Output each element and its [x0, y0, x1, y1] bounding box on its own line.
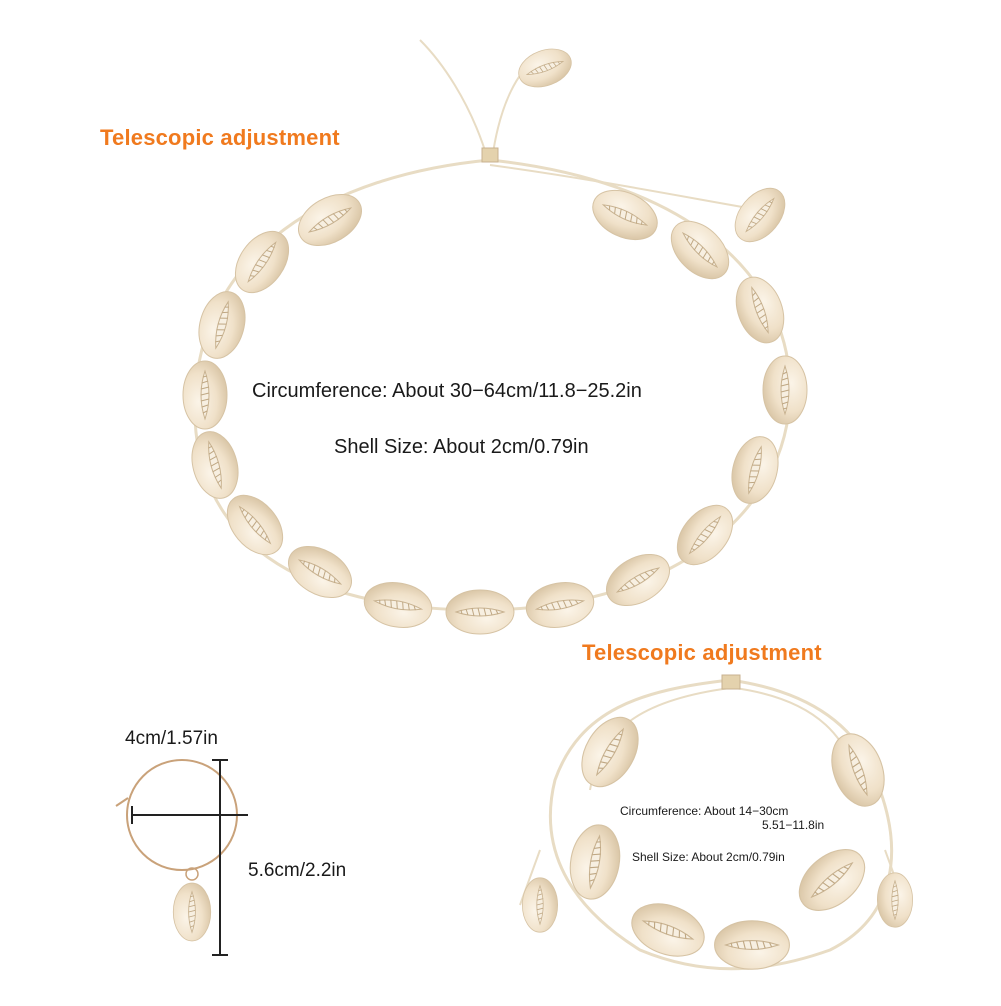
bracelet-adjust-label: Telescopic adjustment	[582, 640, 822, 665]
necklace-circumference: Circumference: About 30−64cm/11.8−25.2in	[252, 380, 642, 402]
bracelet	[519, 674, 913, 971]
earring-diameter: 4cm/1.57in	[125, 728, 218, 749]
bracelet-shell-size: Shell Size: About 2cm/0.79in	[632, 850, 785, 864]
bracelet-circumference-line2: 5.51−11.8in	[762, 818, 825, 832]
bracelet-circumference-line1: Circumference: About 14−30cm	[620, 804, 789, 818]
necklace-adjust-label: Telescopic adjustment	[100, 125, 340, 150]
earring-length: 5.6cm/2.2in	[248, 860, 347, 881]
earring	[115, 759, 248, 956]
necklace	[182, 39, 808, 635]
necklace-shell-size: Shell Size: About 2cm/0.79in	[334, 436, 589, 458]
